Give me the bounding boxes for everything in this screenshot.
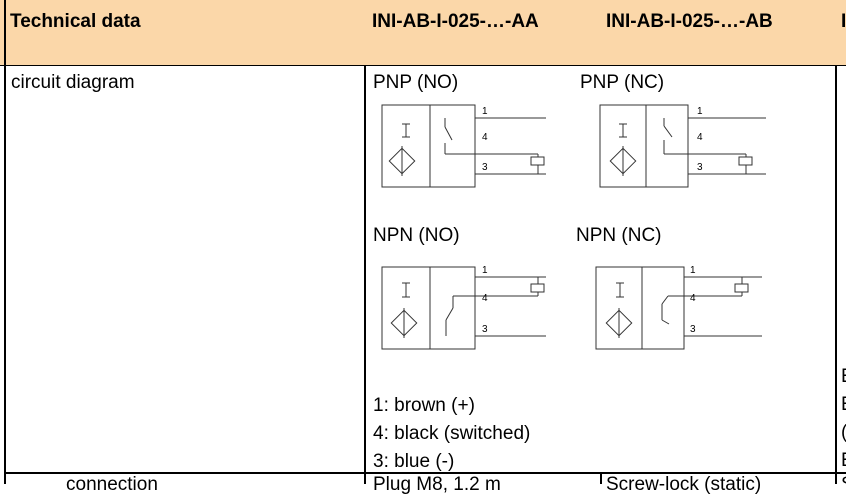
npn-nc-circuit-diagram: 1 4 3 [595, 265, 762, 350]
terminal-label: 1 [482, 265, 488, 276]
header-technical-data: Technical data [10, 11, 141, 32]
table-header: Technical data INI-AB-I-025-…-AA INI-AB-… [0, 0, 846, 66]
diagram-title-npn-nc: NPN (NC) [576, 225, 662, 246]
next-column-clip: E E ( E [836, 362, 846, 472]
npn-no-circuit-diagram: 1 4 3 [381, 265, 546, 350]
pnp-no-circuit-diagram: 1 4 3 [381, 104, 546, 188]
column-divider [600, 472, 602, 484]
next-row-edge-clip: S [836, 472, 846, 484]
row-divider [4, 472, 846, 474]
terminal-label: 1 [482, 106, 488, 117]
column-divider [364, 66, 366, 484]
terminal-label: 4 [482, 132, 488, 143]
header-model-ab: INI-AB-I-025-…-AB [606, 11, 773, 32]
terminal-label: 3 [482, 162, 488, 173]
next-column-text: S [841, 474, 846, 484]
table-left-border [4, 0, 6, 484]
diagram-title-pnp-no: PNP (NO) [373, 72, 459, 93]
terminal-label: 4 [697, 132, 703, 143]
wiring-legend-line: 3: blue (-) [373, 451, 455, 472]
column-divider [835, 66, 837, 484]
header-next-column-clip: I [836, 0, 846, 66]
terminal-label: 4 [482, 293, 488, 304]
terminal-label: 3 [482, 324, 488, 335]
next-column-text: ( [841, 422, 846, 444]
connection-value-aa: Plug M8, 1.2 m [373, 474, 501, 495]
diagram-title-pnp-nc: PNP (NC) [580, 72, 665, 93]
header-model-aa: INI-AB-I-025-…-AA [372, 11, 539, 32]
terminal-label: 1 [697, 106, 703, 117]
terminal-label: 1 [690, 265, 696, 276]
wiring-legend-line: 4: black (switched) [373, 423, 531, 444]
row-label-circuit-diagram: circuit diagram [11, 72, 135, 93]
row-label-connection: connection [66, 474, 158, 495]
next-column-text: E [841, 450, 846, 472]
header-next-column: I [841, 11, 846, 32]
next-column-text: E [841, 394, 846, 416]
pnp-nc-circuit-diagram: 1 4 3 [599, 104, 766, 188]
terminal-label: 4 [690, 293, 696, 304]
connection-value-ab: Screw-lock (static) [606, 474, 762, 495]
diagram-title-npn-no: NPN (NO) [373, 225, 460, 246]
next-column-text: E [841, 366, 846, 388]
terminal-label: 3 [690, 324, 696, 335]
wiring-legend-line: 1: brown (+) [373, 395, 475, 416]
terminal-label: 3 [697, 162, 703, 173]
